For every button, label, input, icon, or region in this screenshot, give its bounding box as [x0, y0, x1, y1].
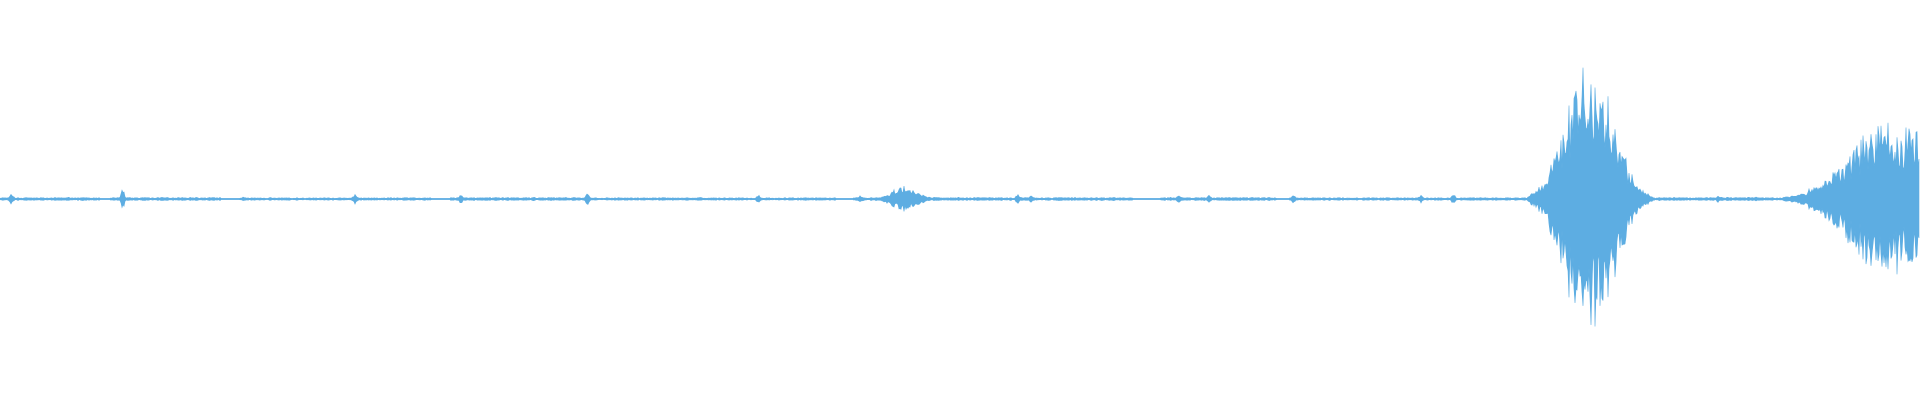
waveform-path — [0, 67, 1920, 327]
waveform-path-group — [0, 67, 1920, 327]
